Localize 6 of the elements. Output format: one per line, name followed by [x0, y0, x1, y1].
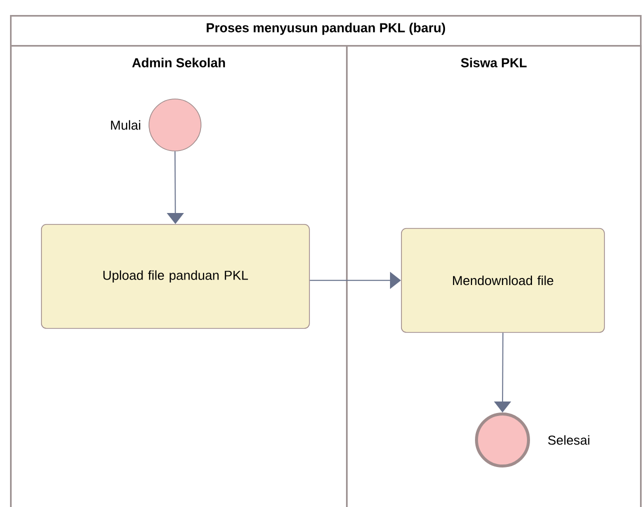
node-label: Selesai [548, 435, 590, 445]
start-circle [148, 98, 202, 152]
activity-box: Upload file panduan PKL [41, 224, 310, 329]
end-circle [475, 412, 530, 468]
activity-box: Mendownload file [401, 228, 605, 333]
node-label: Mulai [111, 120, 140, 130]
